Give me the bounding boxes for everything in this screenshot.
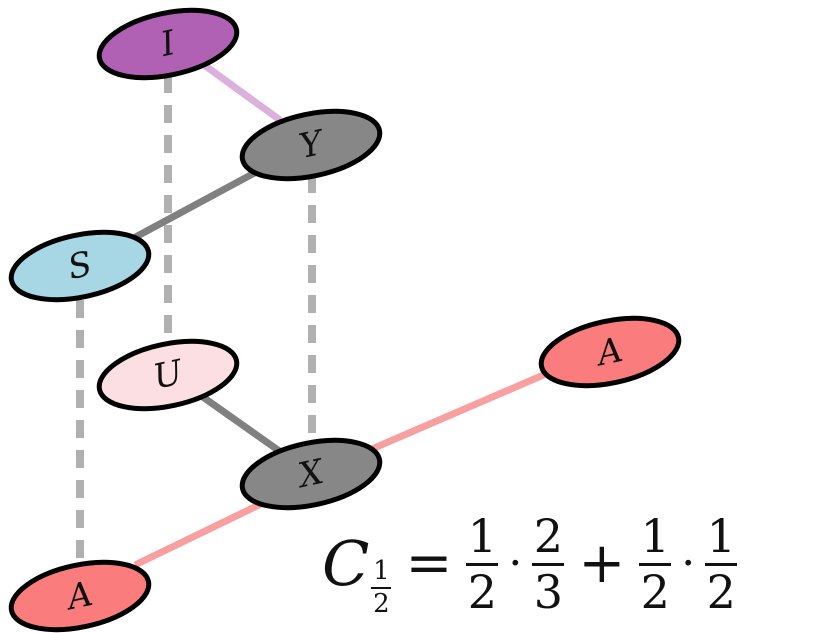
- formula-term-2-numerator: 2: [533, 508, 564, 563]
- formula-subscript-bar: [371, 587, 392, 589]
- formula-term-2-denominator: 3: [533, 564, 564, 619]
- node-a-top: A: [538, 315, 682, 389]
- formula-subscript-denominator: 2: [373, 589, 390, 619]
- node-u: U: [96, 338, 240, 412]
- node-a-top-shape: [538, 315, 682, 389]
- node-i-shape: [96, 7, 240, 81]
- formula-term-4: 1 2: [705, 508, 738, 619]
- node-u-shape: [96, 338, 240, 412]
- edge-u-x: [197, 392, 288, 458]
- formula-dot-2: ·: [681, 538, 696, 589]
- formula-term-2-bar: [532, 562, 565, 566]
- node-i: I: [96, 7, 240, 81]
- formula-term-4-denominator: 2: [706, 564, 736, 619]
- formula-term-3-numerator: 1: [640, 508, 670, 563]
- formula-term-1-numerator: 1: [467, 508, 498, 563]
- node-a-bottom: A: [8, 559, 152, 633]
- edge-x-a-top: [363, 366, 557, 456]
- formula-term-3-bar: [639, 562, 672, 566]
- formula-term-1: 1 2: [466, 508, 499, 619]
- formula-term-1-denominator: 2: [467, 564, 498, 619]
- node-x: X: [239, 437, 383, 511]
- formula: C 1 2 = 1 2 · 2 3 + 1 2 · 1 2: [322, 508, 827, 620]
- edge-i-y: [197, 59, 283, 123]
- edge-x-a-bottom: [133, 498, 267, 569]
- formula-subscript: 1 2: [371, 555, 392, 619]
- node-x-shape: [239, 437, 383, 511]
- formula-dot-1: ·: [508, 538, 523, 589]
- formula-term-4-numerator: 1: [706, 508, 736, 563]
- formula-subscript-numerator: 1: [373, 555, 390, 586]
- formula-plus: +: [578, 531, 626, 596]
- formula-c: C: [322, 527, 370, 600]
- node-y: Y: [239, 108, 383, 182]
- edge-y-s: [128, 166, 262, 244]
- node-y-shape: [239, 108, 383, 182]
- formula-term-1-bar: [466, 562, 499, 566]
- node-a-bottom-shape: [8, 559, 152, 633]
- formula-equals: =: [405, 531, 453, 596]
- formula-term-2: 2 3: [532, 508, 565, 619]
- node-s: S: [8, 229, 152, 303]
- formula-term-3: 1 2: [639, 508, 672, 619]
- formula-term-3-denominator: 2: [640, 564, 670, 619]
- formula-term-4-bar: [705, 562, 738, 566]
- node-s-shape: [8, 229, 152, 303]
